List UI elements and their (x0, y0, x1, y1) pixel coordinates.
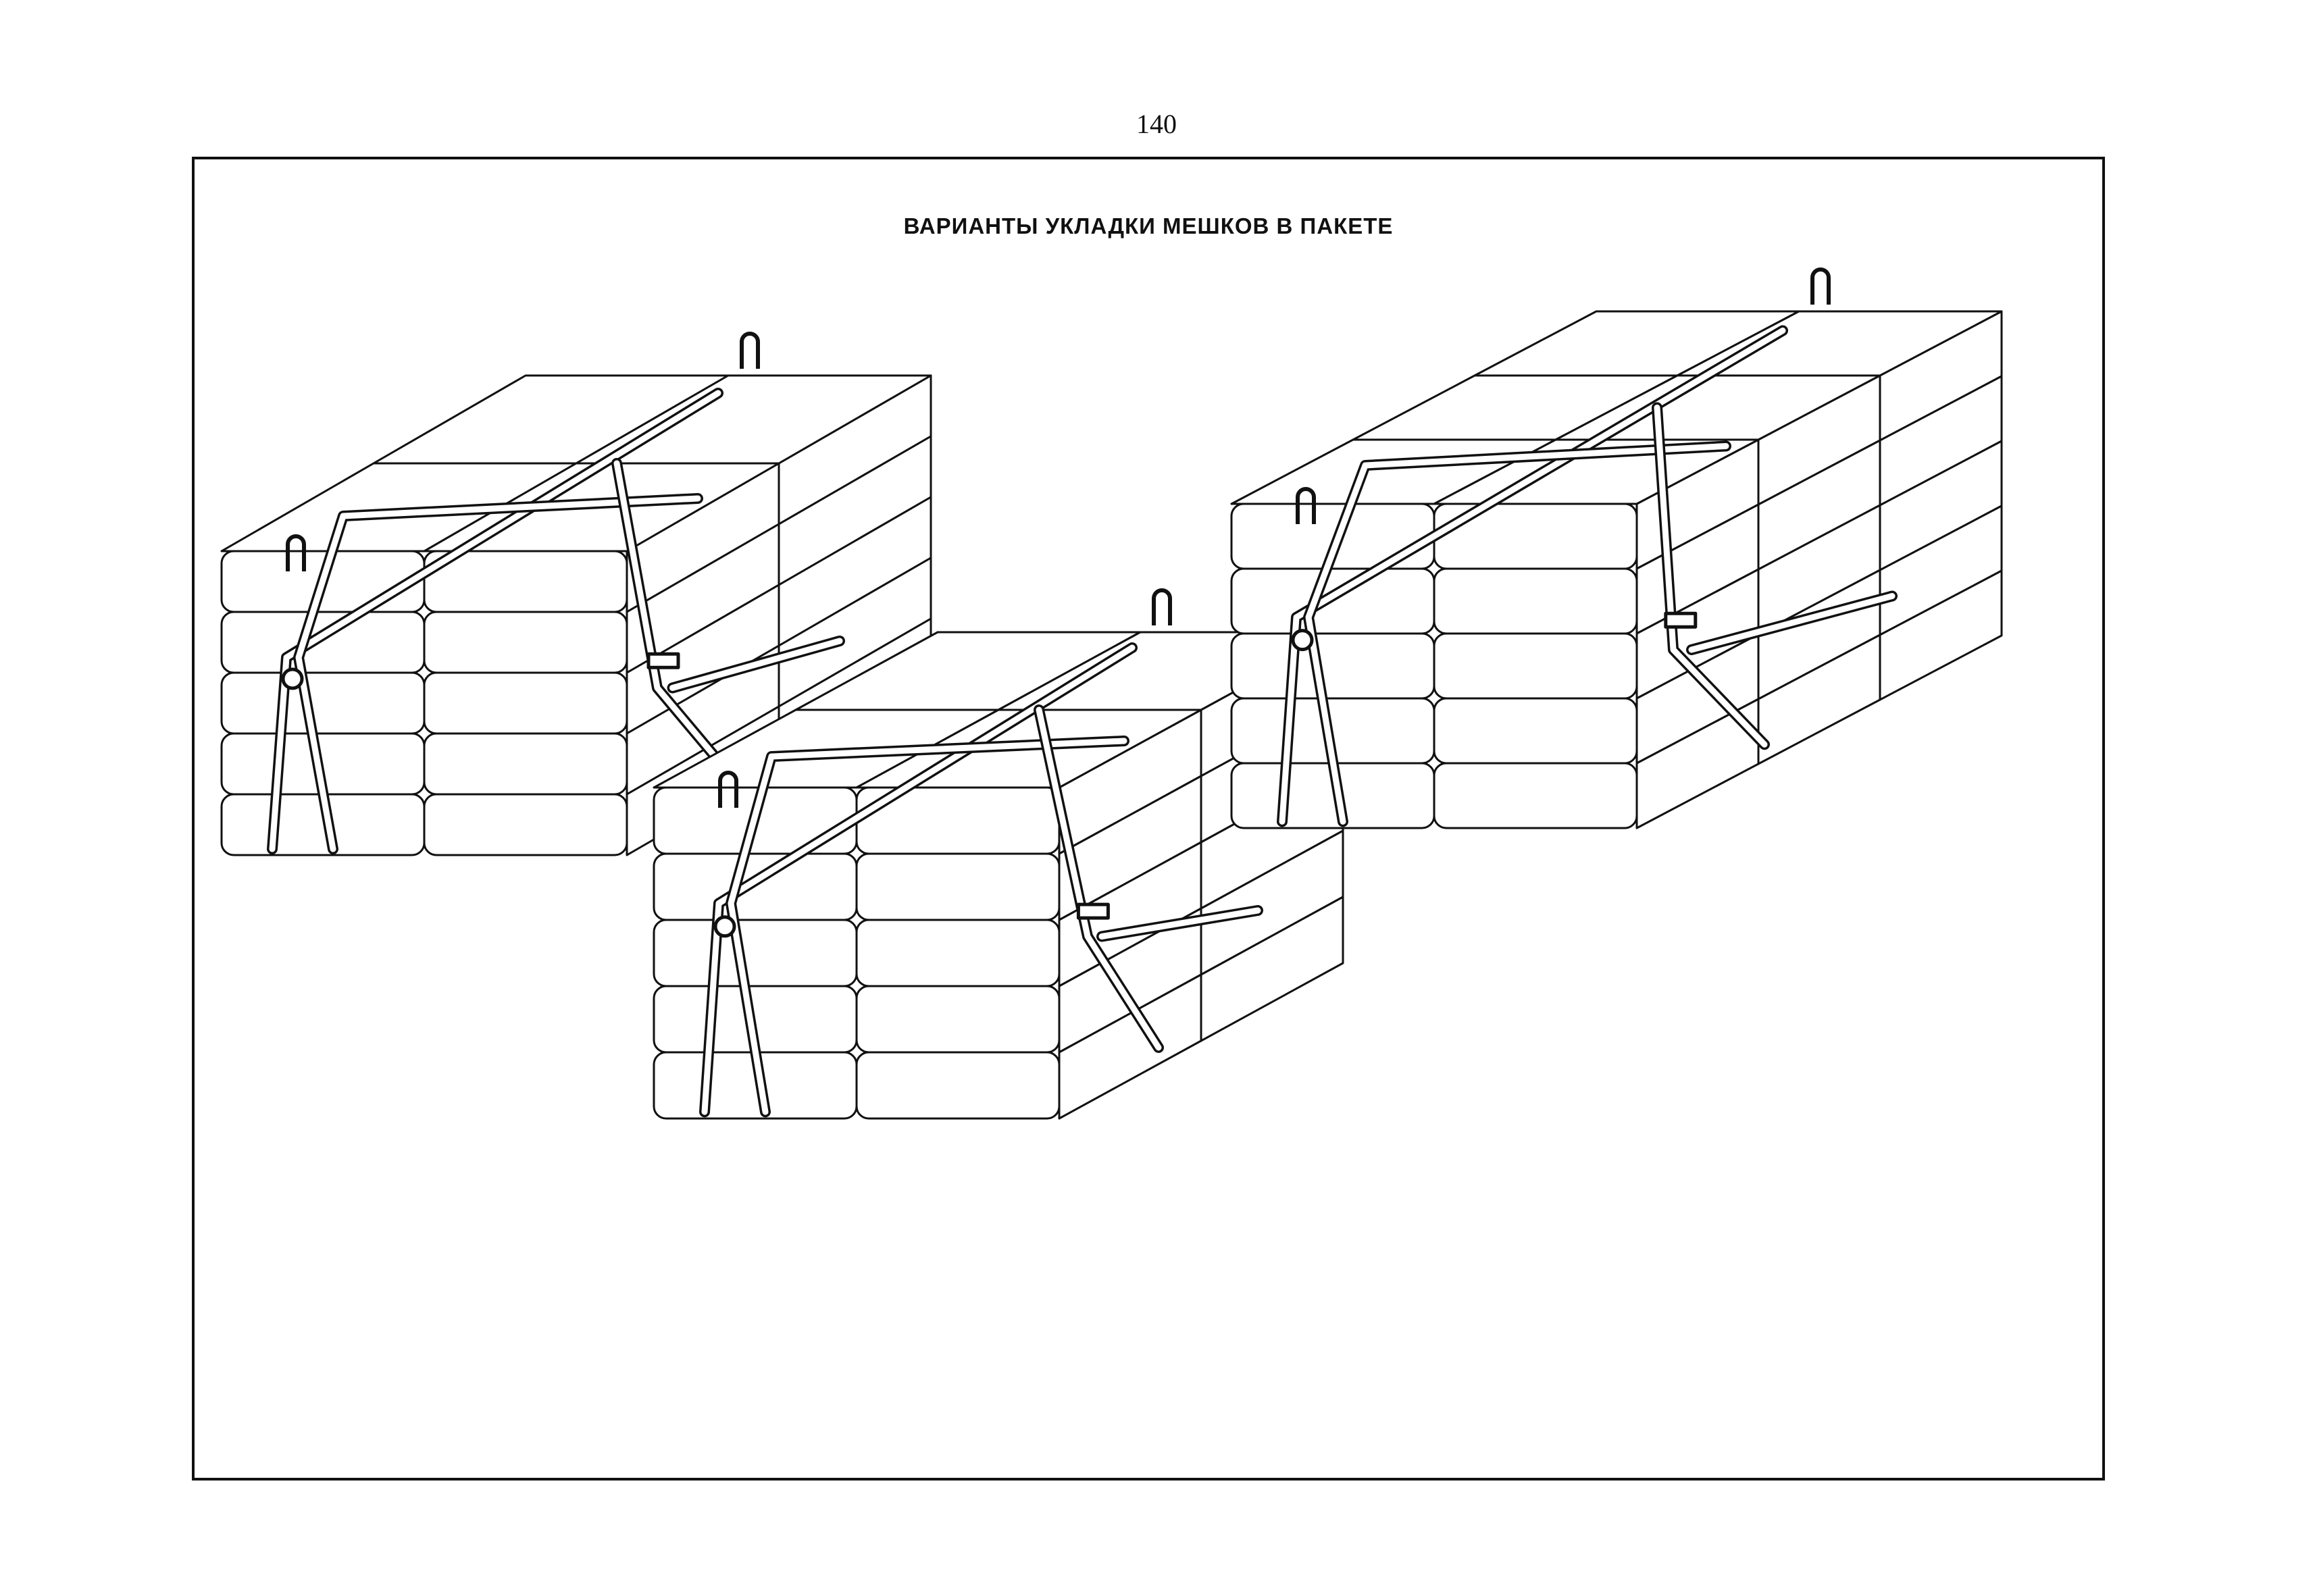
sling-strap-side-left-inner (1036, 706, 1162, 1051)
sack-front (855, 1051, 1061, 1120)
sack-front (1230, 632, 1435, 700)
sling-strap-front-right-inner (728, 738, 1127, 1115)
hook-loop-back-icon (1810, 267, 1831, 305)
sling-strap-front-left-inner (1279, 328, 1786, 825)
knot-icon (281, 667, 304, 690)
sack-front (855, 852, 1061, 921)
sling-strap-side-left-inner (1654, 405, 1768, 748)
figure-title: ВАРИАНТЫ УКЛАДКИ МЕШКОВ В ПАКЕТЕ (903, 213, 1394, 238)
sling-strap-front-right-inner (295, 495, 701, 852)
sling-strap-front-left-inner (269, 390, 721, 852)
sack-package-left (220, 332, 932, 856)
knot-icon (713, 915, 736, 938)
hook-loop-back-icon (740, 332, 760, 369)
sling-strap-side-right-inner (1688, 593, 1896, 653)
sack-side (1879, 569, 2003, 701)
sack-top (575, 374, 932, 465)
hook-loop-front-icon (718, 771, 738, 808)
hook-loop-front-icon (1296, 487, 1316, 524)
sack-stacking-diagram (220, 267, 2003, 1120)
sack-front (1433, 567, 1638, 635)
sack-front (423, 611, 628, 674)
sack-front (855, 919, 1061, 987)
sack-front (1433, 762, 1638, 829)
hook-loop-front-icon (286, 534, 306, 571)
sling-strap-side-right-inner (1098, 907, 1261, 939)
hook-loop-back-icon (1152, 588, 1172, 625)
sack-side (1200, 896, 1344, 1042)
sack-front (653, 919, 858, 987)
sling-strap-side-left-inner (613, 460, 736, 781)
sling-strap-side-right-inner (669, 638, 843, 691)
sack-front (220, 671, 426, 735)
sack-package-center (653, 588, 1344, 1120)
sack-top (1676, 310, 2003, 377)
sack-front (423, 793, 628, 856)
sack-front (423, 732, 628, 796)
sack-package-right (1230, 267, 2003, 829)
sling-strap-front-left-inner (701, 644, 1136, 1115)
sack-front (1433, 632, 1638, 700)
buckle-icon (646, 652, 680, 669)
sack-front (1433, 697, 1638, 765)
page-number: 140 (1136, 109, 1177, 139)
sack-front (855, 985, 1061, 1054)
sack-front (423, 671, 628, 735)
buckle-icon (1664, 611, 1698, 629)
sling-strap-front-right-inner (1305, 443, 1729, 825)
knot-icon (1291, 629, 1314, 652)
sack-front (220, 611, 426, 674)
buckle-icon (1076, 902, 1110, 920)
figure-frame: ВАРИАНТЫ УКЛАДКИ МЕШКОВ В ПАКЕТЕ (192, 157, 2105, 1481)
